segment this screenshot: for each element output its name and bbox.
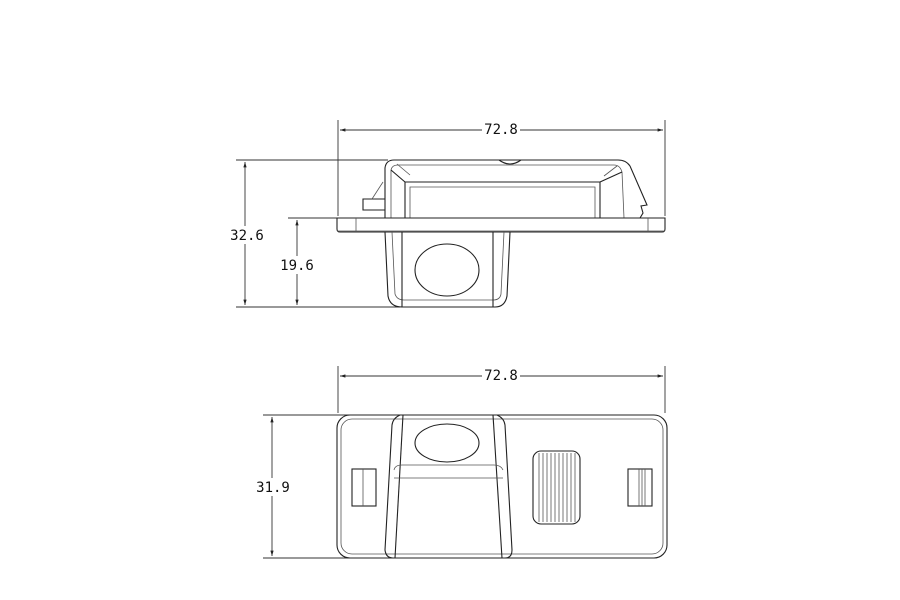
- side-total-height-dimension: 32.6: [228, 159, 400, 308]
- side-total-height-label: 32.6: [230, 228, 264, 244]
- side-width-label: 72.8: [484, 122, 518, 138]
- side-view: 72.8 32.6 19.6: [228, 120, 666, 308]
- left-slot: [351, 468, 377, 507]
- side-camera-height-dimension: 19.6: [279, 217, 338, 305]
- side-housing: [336, 159, 666, 308]
- side-camera-height-label: 19.6: [280, 258, 314, 274]
- side-lens: [414, 243, 480, 297]
- side-width-dimension: 72.8: [337, 120, 666, 216]
- front-height-label: 31.9: [256, 480, 290, 496]
- front-view: 72.8 31.9: [255, 366, 668, 559]
- right-slot: [627, 468, 653, 507]
- front-grille: [532, 450, 581, 525]
- front-height-dimension: 31.9: [255, 414, 400, 559]
- front-width-label: 72.8: [484, 368, 518, 384]
- front-width-dimension: 72.8: [337, 366, 666, 413]
- front-plate: [336, 414, 668, 559]
- front-lens: [414, 423, 480, 463]
